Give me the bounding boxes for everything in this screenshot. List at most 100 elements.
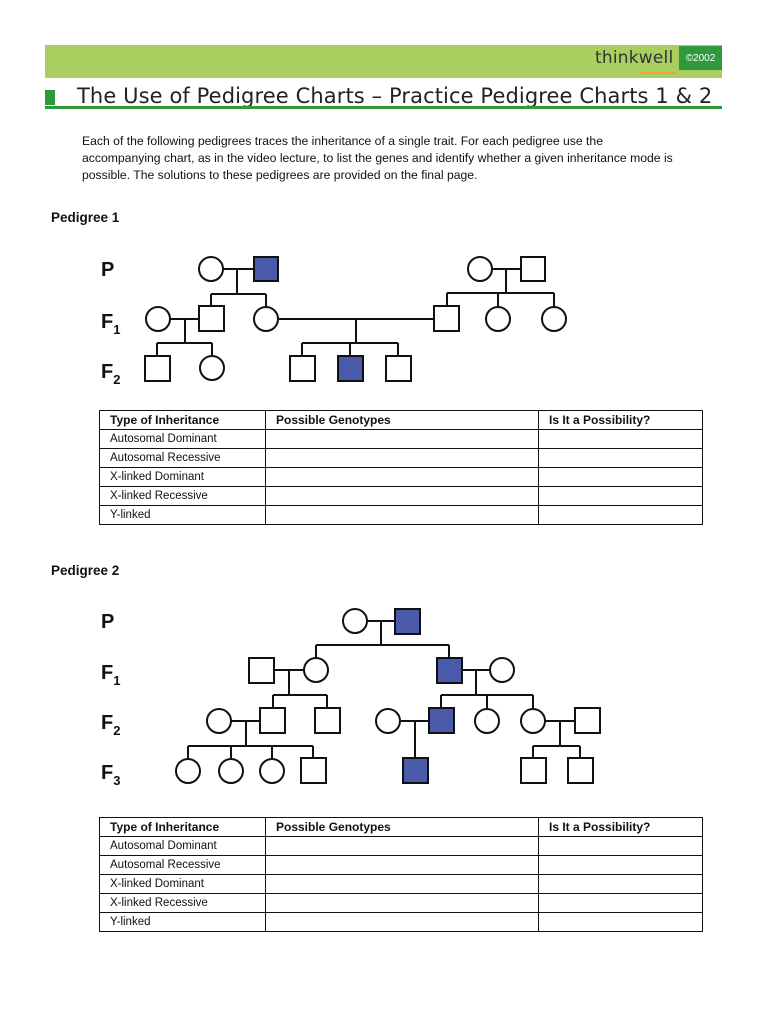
table-row: Autosomal Recessive: [99, 448, 703, 468]
genotype-cell[interactable]: [265, 505, 539, 525]
generation-label-f1: F1: [101, 311, 120, 337]
pedigree-1-diagram: P F1 F2: [101, 256, 567, 387]
pedigree-female: [175, 758, 201, 784]
generation-label-p: P: [101, 259, 114, 281]
inheritance-type: X-linked Recessive: [99, 893, 266, 913]
pedigree-female: [485, 306, 511, 332]
pedigree-female: [541, 306, 567, 332]
intro-paragraph: Each of the following pedigrees traces t…: [82, 134, 673, 182]
genotype-cell[interactable]: [265, 486, 539, 506]
generation-label-p: P: [101, 611, 114, 633]
table-row: Autosomal Dominant: [99, 836, 703, 856]
table-row: Autosomal Dominant: [99, 429, 703, 449]
table-header: Is It a Possibility?: [538, 410, 703, 430]
pedigree-male-affected: [394, 608, 421, 635]
pedigree-female: [467, 256, 493, 282]
table-header: Is It a Possibility?: [538, 817, 703, 837]
genotype-cell[interactable]: [265, 912, 539, 932]
pedigree-male: [574, 707, 601, 734]
possibility-cell[interactable]: [538, 467, 703, 487]
inheritance-type: X-linked Dominant: [99, 874, 266, 894]
pedigree-male: [433, 305, 460, 332]
pedigree-male: [300, 757, 327, 784]
possibility-cell[interactable]: [538, 836, 703, 856]
genotype-cell[interactable]: [265, 836, 539, 856]
pedigree-male: [520, 256, 546, 282]
pedigree-male: [144, 355, 171, 382]
possibility-cell[interactable]: [538, 505, 703, 525]
pedigree-male: [520, 757, 547, 784]
pedigree-male: [259, 707, 286, 734]
pedigree-female: [342, 608, 368, 634]
table-row: X-linked Recessive: [99, 486, 703, 506]
possibility-cell[interactable]: [538, 448, 703, 468]
pedigree-male: [198, 305, 225, 332]
pedigree-female: [145, 306, 171, 332]
copyright-badge: ©2002: [679, 46, 722, 70]
inheritance-type: Y-linked: [99, 505, 266, 525]
inheritance-type: Autosomal Dominant: [99, 429, 266, 449]
header-bar: [45, 45, 722, 78]
pedigree-male: [567, 757, 594, 784]
pedigree-2-label: Pedigree 2: [51, 563, 120, 578]
possibility-cell[interactable]: [538, 855, 703, 875]
pedigree-female: [259, 758, 285, 784]
title-marker: [45, 90, 55, 105]
inheritance-type: X-linked Recessive: [99, 486, 266, 506]
genotype-cell[interactable]: [265, 467, 539, 487]
pedigree-male: [385, 355, 412, 382]
pedigree-male-affected: [402, 757, 429, 784]
pedigree-female: [218, 758, 244, 784]
table-header-row: Type of Inheritance Possible Genotypes I…: [99, 817, 703, 837]
inheritance-type: Autosomal Dominant: [99, 836, 266, 856]
pedigree-female: [489, 657, 515, 683]
table-header: Type of Inheritance: [99, 410, 266, 430]
possibility-cell[interactable]: [538, 893, 703, 913]
inheritance-type: Y-linked: [99, 912, 266, 932]
possibility-cell[interactable]: [538, 429, 703, 449]
genotype-cell[interactable]: [265, 855, 539, 875]
pedigree-male: [248, 657, 275, 684]
table-header-row: Type of Inheritance Possible Genotypes I…: [99, 410, 703, 430]
table-row: X-linked Dominant: [99, 467, 703, 487]
generation-label-f2: F2: [101, 361, 120, 387]
generation-label-f2: F2: [101, 712, 120, 738]
pedigree-2-diagram: P F1 F2 F3: [101, 608, 601, 788]
genotype-cell[interactable]: [265, 448, 539, 468]
genotype-cell[interactable]: [265, 429, 539, 449]
pedigree-female: [199, 355, 225, 381]
page-title: The Use of Pedigree Charts – Practice Pe…: [77, 84, 713, 108]
pedigree-female: [520, 708, 546, 734]
possibility-cell[interactable]: [538, 486, 703, 506]
inheritance-type: Autosomal Recessive: [99, 855, 266, 875]
pedigree-female: [198, 256, 224, 282]
pedigree-male-affected: [337, 355, 364, 382]
table-header: Possible Genotypes: [265, 817, 539, 837]
pedigree-female: [206, 708, 232, 734]
brand-logo: thinkwell: [595, 48, 674, 68]
pedigree-1-table: Type of Inheritance Possible Genotypes I…: [99, 410, 703, 525]
possibility-cell[interactable]: [538, 874, 703, 894]
table-row: Y-linked: [99, 505, 703, 525]
inheritance-type: X-linked Dominant: [99, 467, 266, 487]
pedigree-female: [474, 708, 500, 734]
table-row: X-linked Dominant: [99, 874, 703, 894]
generation-label-f3: F3: [101, 762, 120, 788]
pedigree-female: [375, 708, 401, 734]
title-rule: [45, 106, 722, 109]
pedigree-1-label: Pedigree 1: [51, 210, 120, 225]
table-header: Type of Inheritance: [99, 817, 266, 837]
table-row: Autosomal Recessive: [99, 855, 703, 875]
possibility-cell[interactable]: [538, 912, 703, 932]
brand-underline: [640, 72, 676, 74]
generation-label-f1: F1: [101, 662, 120, 688]
pedigree-male-affected: [253, 256, 279, 282]
genotype-cell[interactable]: [265, 874, 539, 894]
pedigree-female: [303, 657, 329, 683]
genotype-cell[interactable]: [265, 893, 539, 913]
table-row: X-linked Recessive: [99, 893, 703, 913]
pedigree-male-affected: [428, 707, 455, 734]
pedigree-2-table: Type of Inheritance Possible Genotypes I…: [99, 817, 703, 932]
pedigree-male: [314, 707, 341, 734]
pedigree-male-affected: [436, 657, 463, 684]
